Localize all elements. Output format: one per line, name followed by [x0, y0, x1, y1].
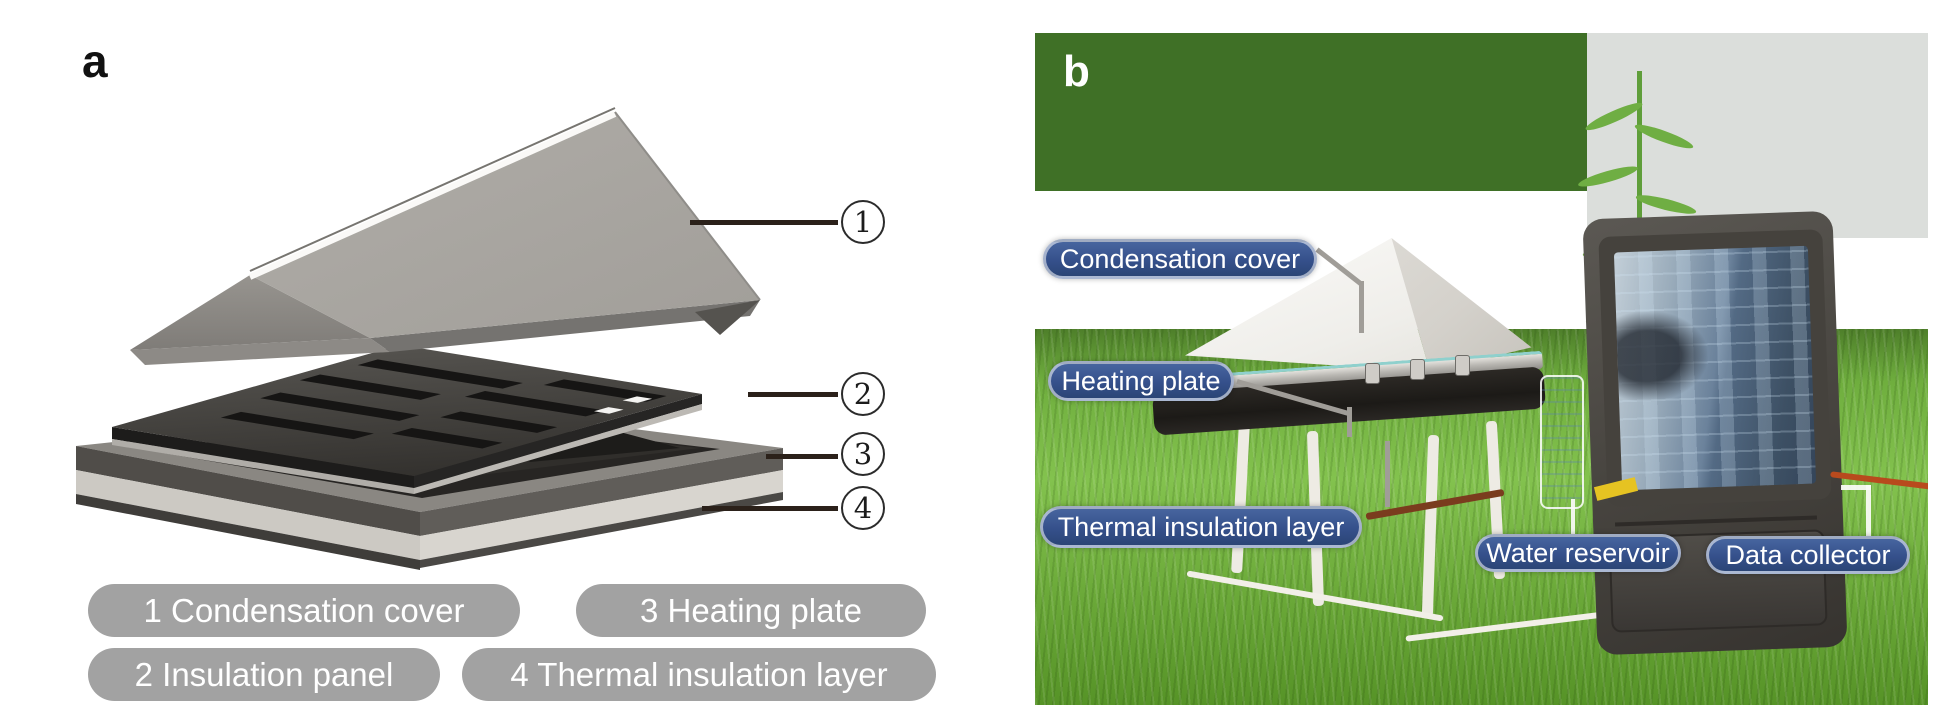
- condensation-cover-shape: [130, 107, 761, 365]
- leader-line-3: [766, 454, 838, 459]
- thermal-layer-leader: [1385, 441, 1390, 507]
- data-collector-screen: [1613, 245, 1817, 491]
- data-collector-leader: [1841, 485, 1871, 490]
- heating-plate-leader: [1347, 407, 1352, 437]
- legend-insulation-panel: 2 Insulation panel: [88, 648, 440, 701]
- callout-circle-1: 1: [841, 200, 885, 244]
- clamp: [1455, 355, 1470, 376]
- annotation-thermal-insulation-layer: Thermal insulation layer: [1040, 506, 1362, 548]
- panel-a-label: a: [82, 35, 108, 87]
- panel-b-photo: Condensation cover Heating plate Thermal…: [1035, 33, 1928, 705]
- water-reservoir-leader: [1571, 499, 1575, 535]
- leader-line-1: [690, 220, 838, 225]
- legend-heating-plate: 3 Heating plate: [576, 584, 926, 637]
- water-reservoir-cylinder: [1540, 375, 1584, 509]
- callout-circle-4: 4: [841, 486, 885, 530]
- callout-circle-2: 2: [841, 372, 885, 416]
- panel-b-label: b: [1063, 47, 1090, 96]
- insulation-panel-shape: [112, 345, 702, 494]
- annotation-water-reservoir: Water reservoir: [1475, 534, 1681, 572]
- chain-link-fence: [1587, 33, 1928, 238]
- clamp: [1365, 363, 1380, 384]
- clamp: [1410, 359, 1425, 380]
- cover-leader: [1359, 281, 1364, 333]
- exploded-diagram: [76, 107, 783, 570]
- annotation-data-collector: Data collector: [1706, 536, 1910, 574]
- data-collector-leader: [1866, 485, 1871, 537]
- panel-a: a: [0, 0, 965, 728]
- legend-condensation-cover: 1 Condensation cover: [88, 584, 520, 637]
- leader-line-2: [748, 392, 838, 397]
- callout-circle-3: 3: [841, 432, 885, 476]
- annotation-heating-plate: Heating plate: [1048, 361, 1234, 401]
- legend-thermal-insulation-layer: 4 Thermal insulation layer: [462, 648, 936, 701]
- leader-line-4: [702, 506, 838, 511]
- annotation-condensation-cover: Condensation cover: [1043, 239, 1317, 279]
